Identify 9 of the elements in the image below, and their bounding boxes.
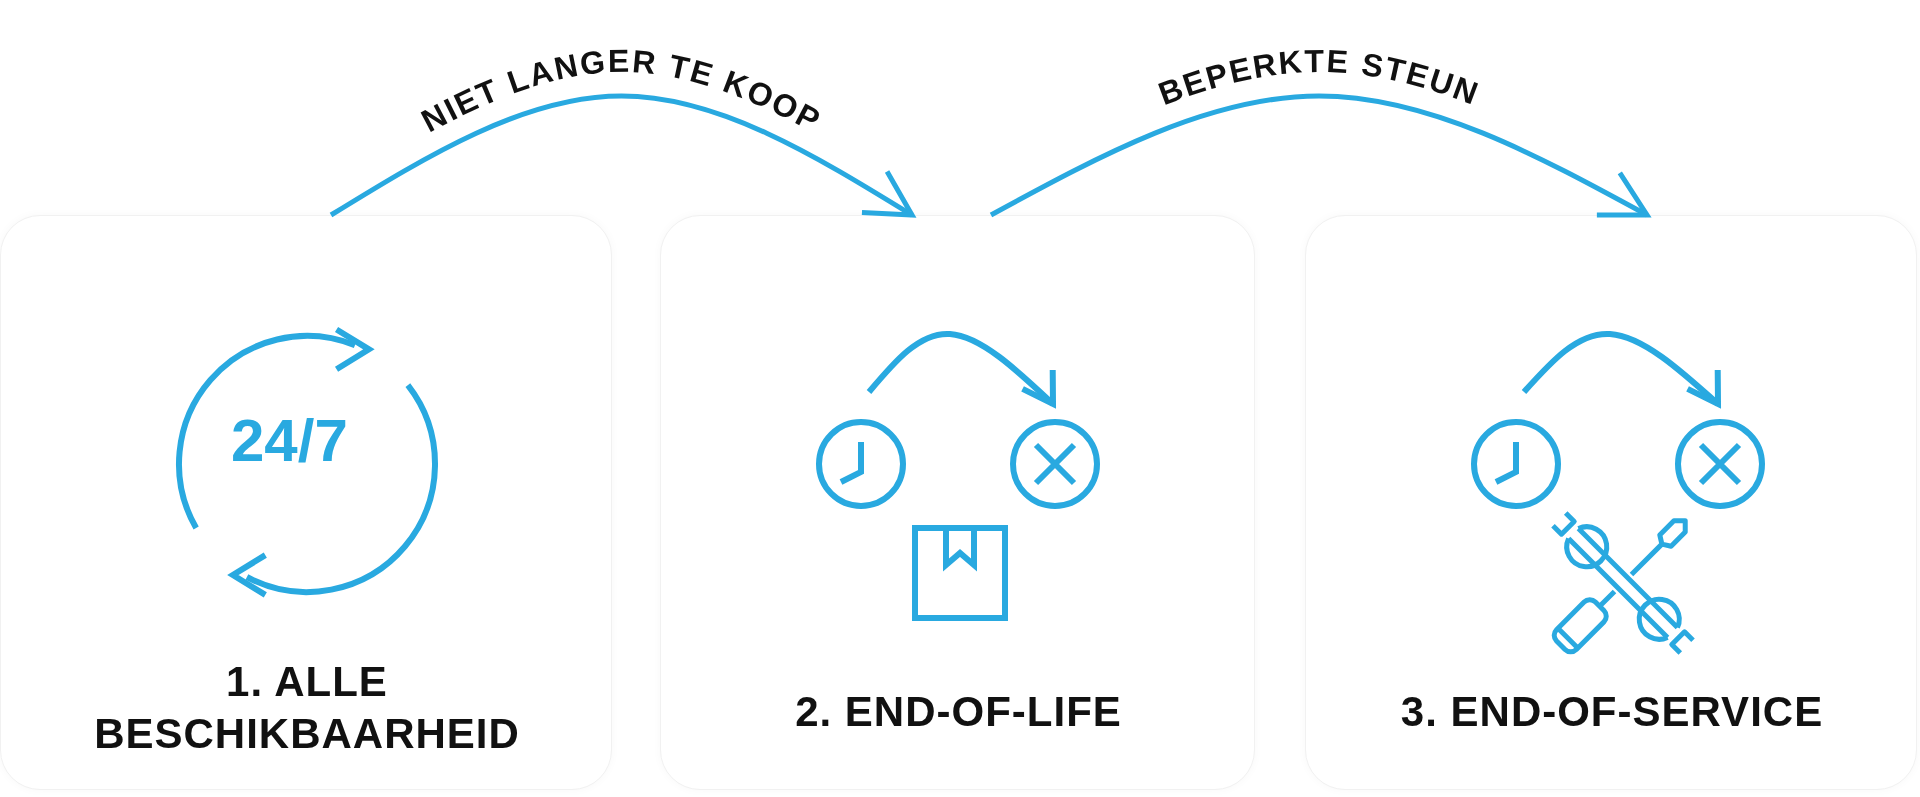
step-card xyxy=(0,215,612,790)
step-card xyxy=(660,215,1255,790)
step-title: 1. ALLE BESCHIKBAARHEID xyxy=(93,657,521,759)
curved-arrow xyxy=(329,93,915,218)
step-title: 2. END-OF-LIFE xyxy=(794,687,1123,737)
step-card xyxy=(1305,215,1917,790)
icon-caption: 24/7 xyxy=(231,406,348,475)
curved-arrow xyxy=(989,93,1650,218)
step-title: 3. END-OF-SERVICE xyxy=(1399,687,1825,737)
